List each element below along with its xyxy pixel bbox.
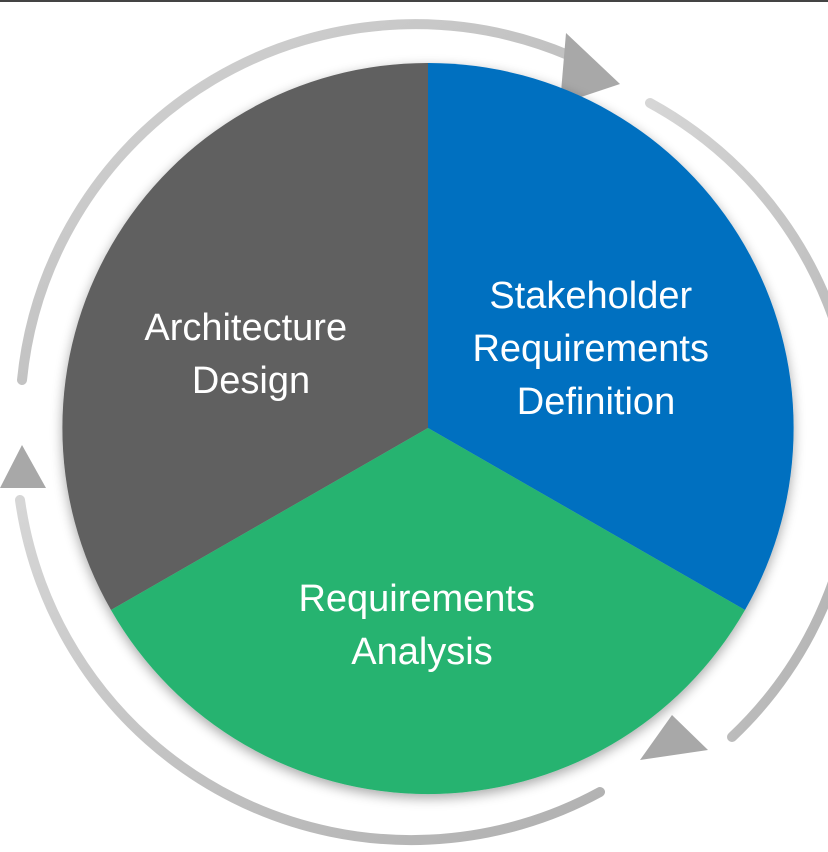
- segment-architecture-design: [62, 62, 429, 610]
- pie-chart: [62, 62, 794, 795]
- segment-stakeholder-requirements-definition: [428, 62, 794, 610]
- cycle-ring: [15, 19, 828, 846]
- label-line: Design: [192, 360, 310, 402]
- label-line: Requirements: [298, 578, 535, 620]
- cycle-arrows: [0, 33, 708, 760]
- top-border: [0, 0, 828, 2]
- label-requirements-analysis: Requirements Analysis: [298, 578, 545, 673]
- label-architecture-design: Architecture Design: [144, 307, 357, 402]
- label-line: Architecture: [144, 307, 347, 349]
- label-stakeholder-requirements-definition: Stakeholder Requirements Definition: [472, 275, 719, 423]
- arrow-left-icon: [0, 445, 46, 488]
- label-line: Requirements: [472, 328, 709, 370]
- ring-arc-bottom: [15, 495, 605, 846]
- arrow-bottom-right-icon: [640, 715, 708, 760]
- label-line: Stakeholder: [489, 275, 692, 317]
- label-line: Analysis: [351, 631, 493, 673]
- ring-arc-right: [645, 98, 828, 742]
- label-line: Definition: [517, 381, 675, 423]
- ring-arc-left: [17, 19, 573, 385]
- arrow-top-icon: [560, 33, 620, 104]
- segment-requirements-analysis: [111, 428, 745, 795]
